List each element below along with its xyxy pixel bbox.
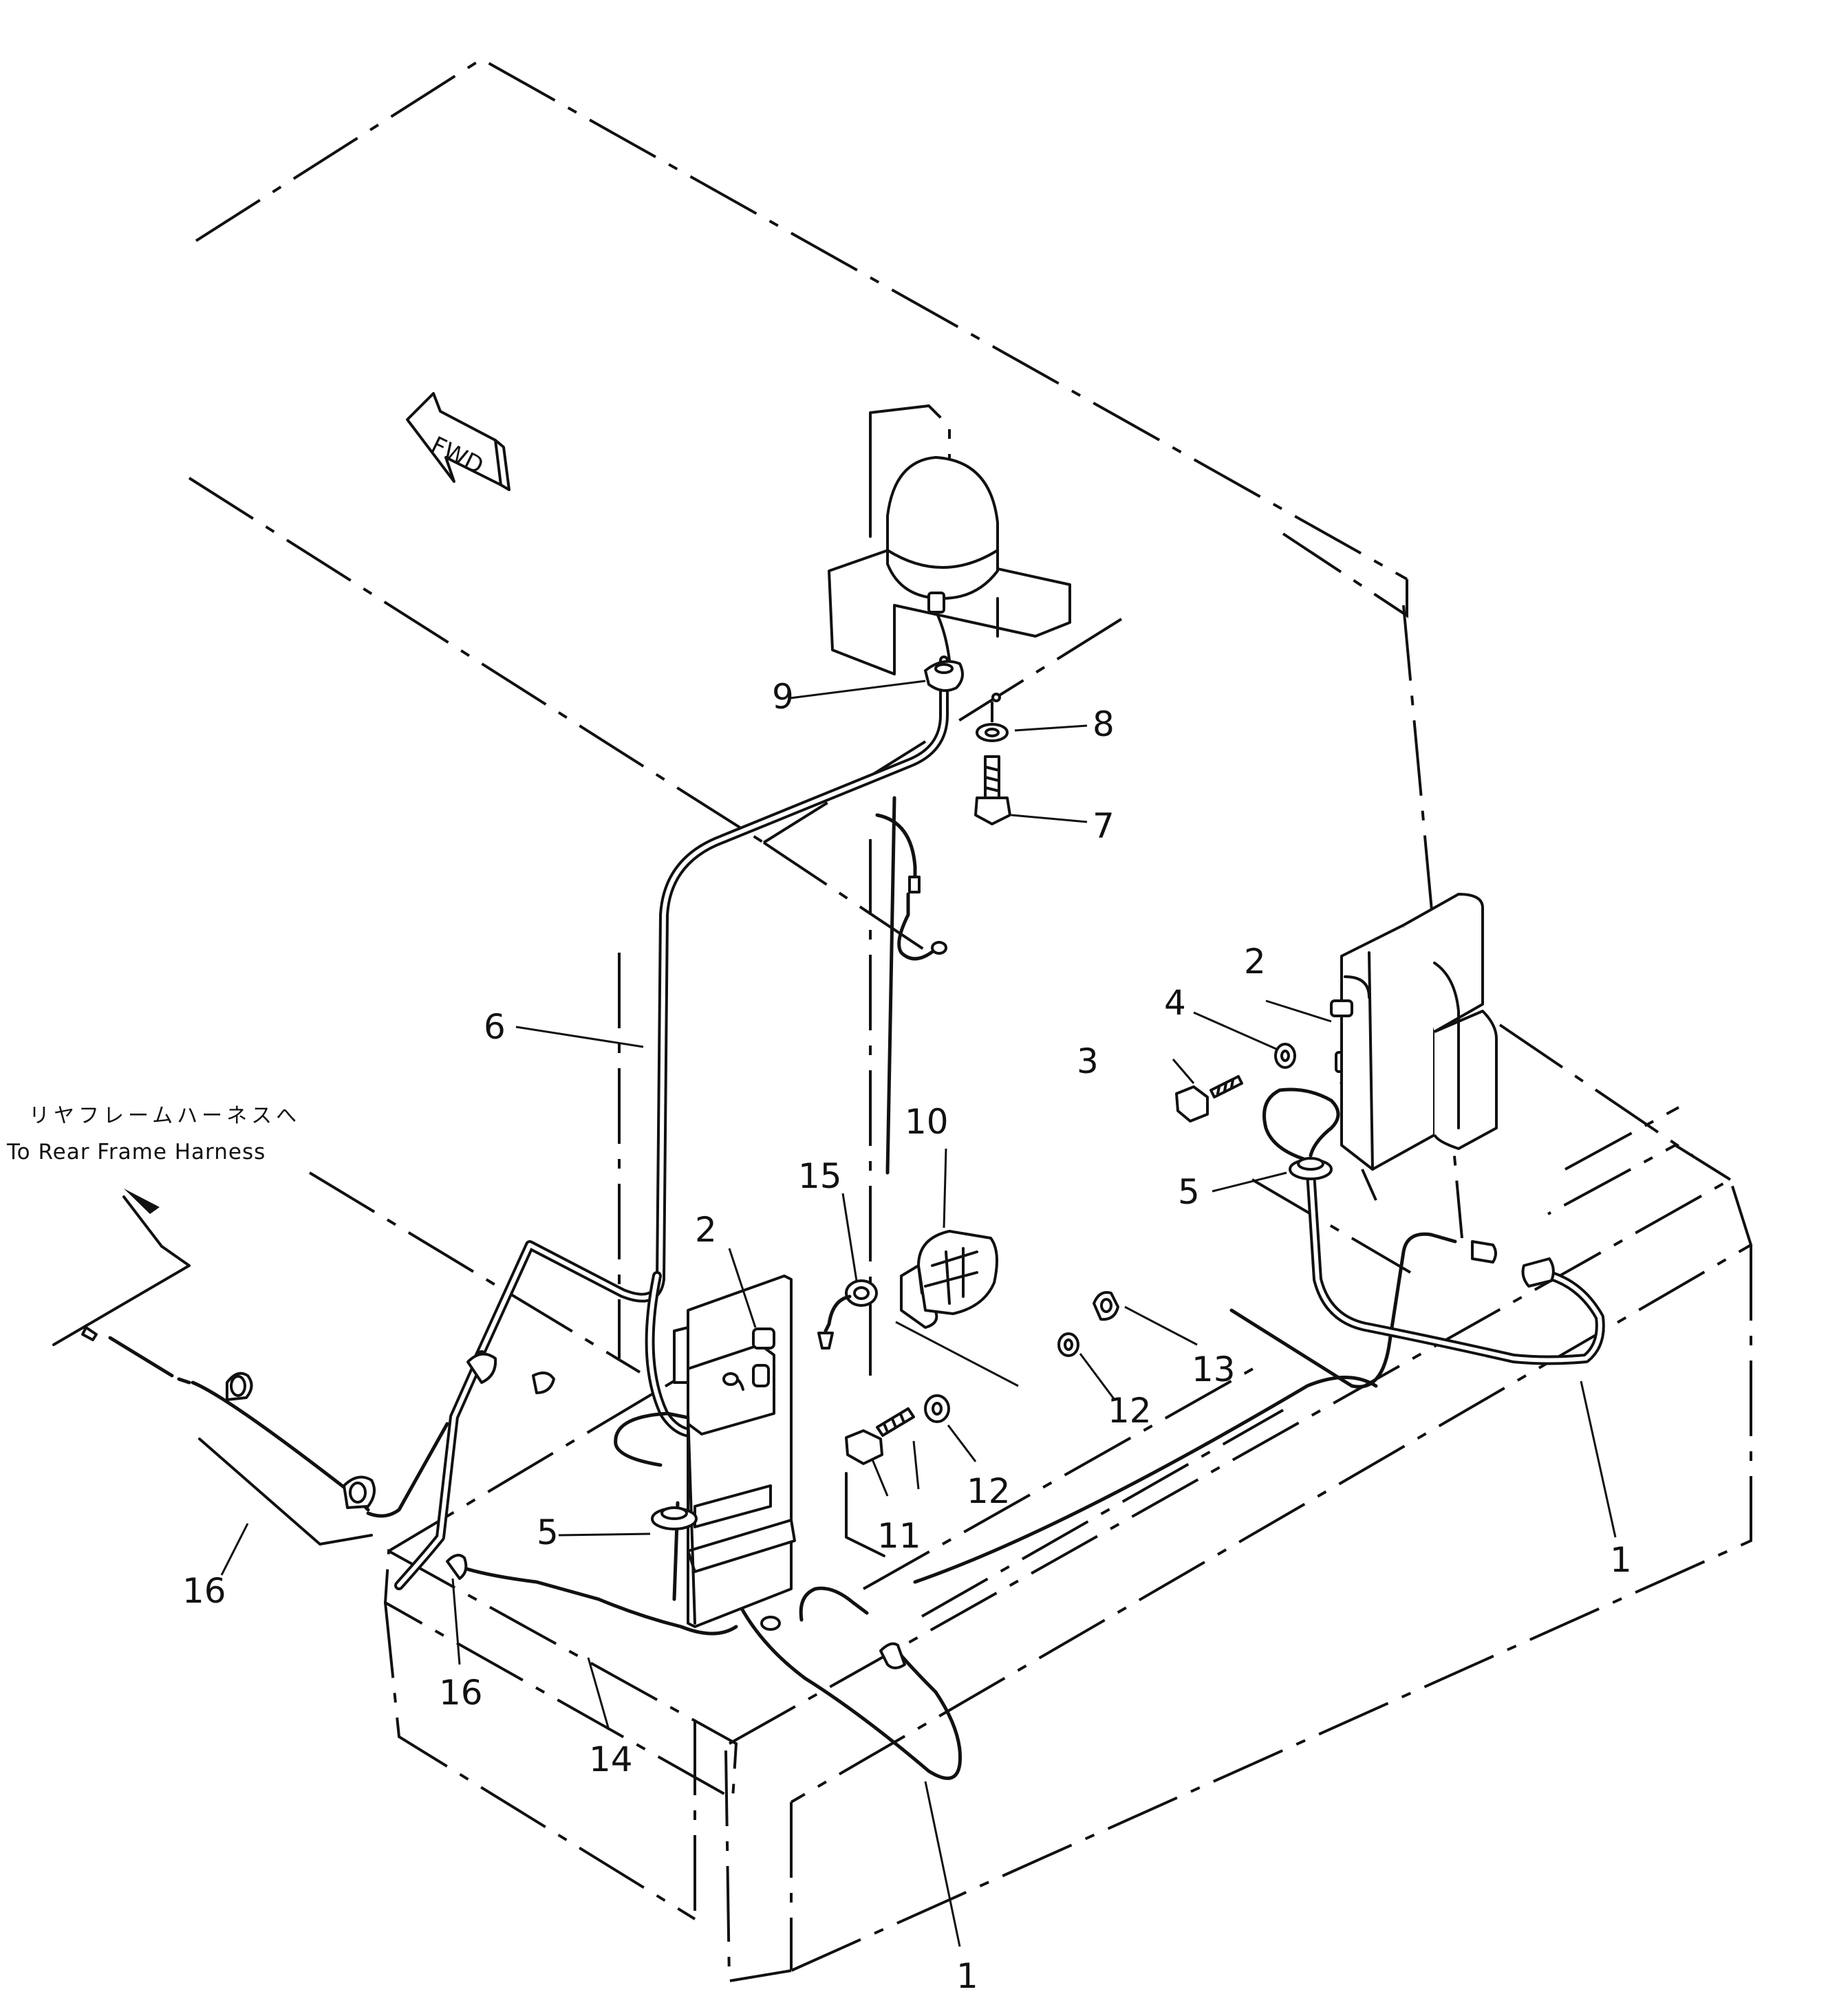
clip-16-a xyxy=(226,1372,253,1401)
callout-12-upper: 12 xyxy=(1108,1391,1152,1431)
callout-12-lower: 12 xyxy=(967,1471,1011,1511)
callout-13: 13 xyxy=(1192,1350,1236,1389)
callout-16-lower: 16 xyxy=(439,1673,483,1713)
grommet-5-left xyxy=(651,1506,698,1530)
connector-bracket xyxy=(673,1275,796,1628)
callout-6: 6 xyxy=(484,1007,506,1047)
callout-14: 14 xyxy=(589,1739,633,1779)
callout-5-right: 5 xyxy=(1178,1172,1200,1212)
note-english: To Rear Frame Harness xyxy=(6,1140,266,1164)
callout-11: 11 xyxy=(877,1516,921,1556)
clip-16-b xyxy=(343,1475,376,1509)
callout-10: 10 xyxy=(905,1102,949,1142)
leader-lines xyxy=(220,680,1617,1947)
harness-16-to-rear xyxy=(81,1326,486,1590)
machine-outline xyxy=(188,57,1753,1983)
callout-8: 8 xyxy=(1093,704,1115,744)
bolt-11 xyxy=(845,1407,915,1465)
callout-4: 4 xyxy=(1164,983,1186,1023)
clip-16-c xyxy=(446,1554,468,1580)
rotating-beacon xyxy=(828,404,1071,675)
lower-bracket-edge xyxy=(845,1472,885,1557)
fwd-arrow-icon: FWD xyxy=(406,392,510,491)
grommet-15 xyxy=(817,1279,878,1350)
lamp-bracket-line xyxy=(895,1321,1019,1387)
harness-14 xyxy=(452,1563,869,1636)
washer-12-upper xyxy=(1057,1332,1079,1357)
callout-7: 7 xyxy=(1093,806,1115,846)
harness-6 xyxy=(473,655,949,1601)
harness-1-left xyxy=(727,1232,1457,1780)
bolt-3 xyxy=(1175,1075,1243,1123)
callout-15: 15 xyxy=(798,1156,842,1196)
screw-tip xyxy=(991,693,1001,702)
callout-3: 3 xyxy=(1077,1041,1099,1081)
callout-16-left: 16 xyxy=(182,1571,226,1611)
callout-9: 9 xyxy=(772,677,794,717)
rear-combination-lamp xyxy=(1330,893,1498,1201)
grommet-5-right xyxy=(1289,1157,1333,1180)
clamp-harness xyxy=(466,1352,555,1394)
callout-2-right: 2 xyxy=(1244,942,1266,982)
callout-5-left: 5 xyxy=(537,1513,559,1552)
nut-13 xyxy=(1093,1291,1119,1321)
work-lamp-10 xyxy=(900,1230,998,1329)
washer-8 xyxy=(976,723,1009,742)
bolt-7 xyxy=(974,755,1011,825)
clamp-9 xyxy=(924,660,964,692)
note-arrow-icon xyxy=(124,1189,160,1214)
rear-frame-harness-note: リヤフレームハーネスへ To Rear Frame Harness xyxy=(6,1104,373,1546)
washer-4-hole xyxy=(1280,1050,1290,1062)
callout-1-right: 1 xyxy=(1610,1540,1632,1580)
washer-12-lower xyxy=(924,1394,950,1423)
note-japanese: リヤフレームハーネスへ xyxy=(29,1104,301,1128)
callout-numbers: 9 8 7 6 2 4 3 5 10 15 2 13 12 12 11 5 16… xyxy=(182,677,1632,1996)
callout-1-bottom: 1 xyxy=(956,1956,978,1996)
callout-2-center: 2 xyxy=(695,1210,717,1250)
